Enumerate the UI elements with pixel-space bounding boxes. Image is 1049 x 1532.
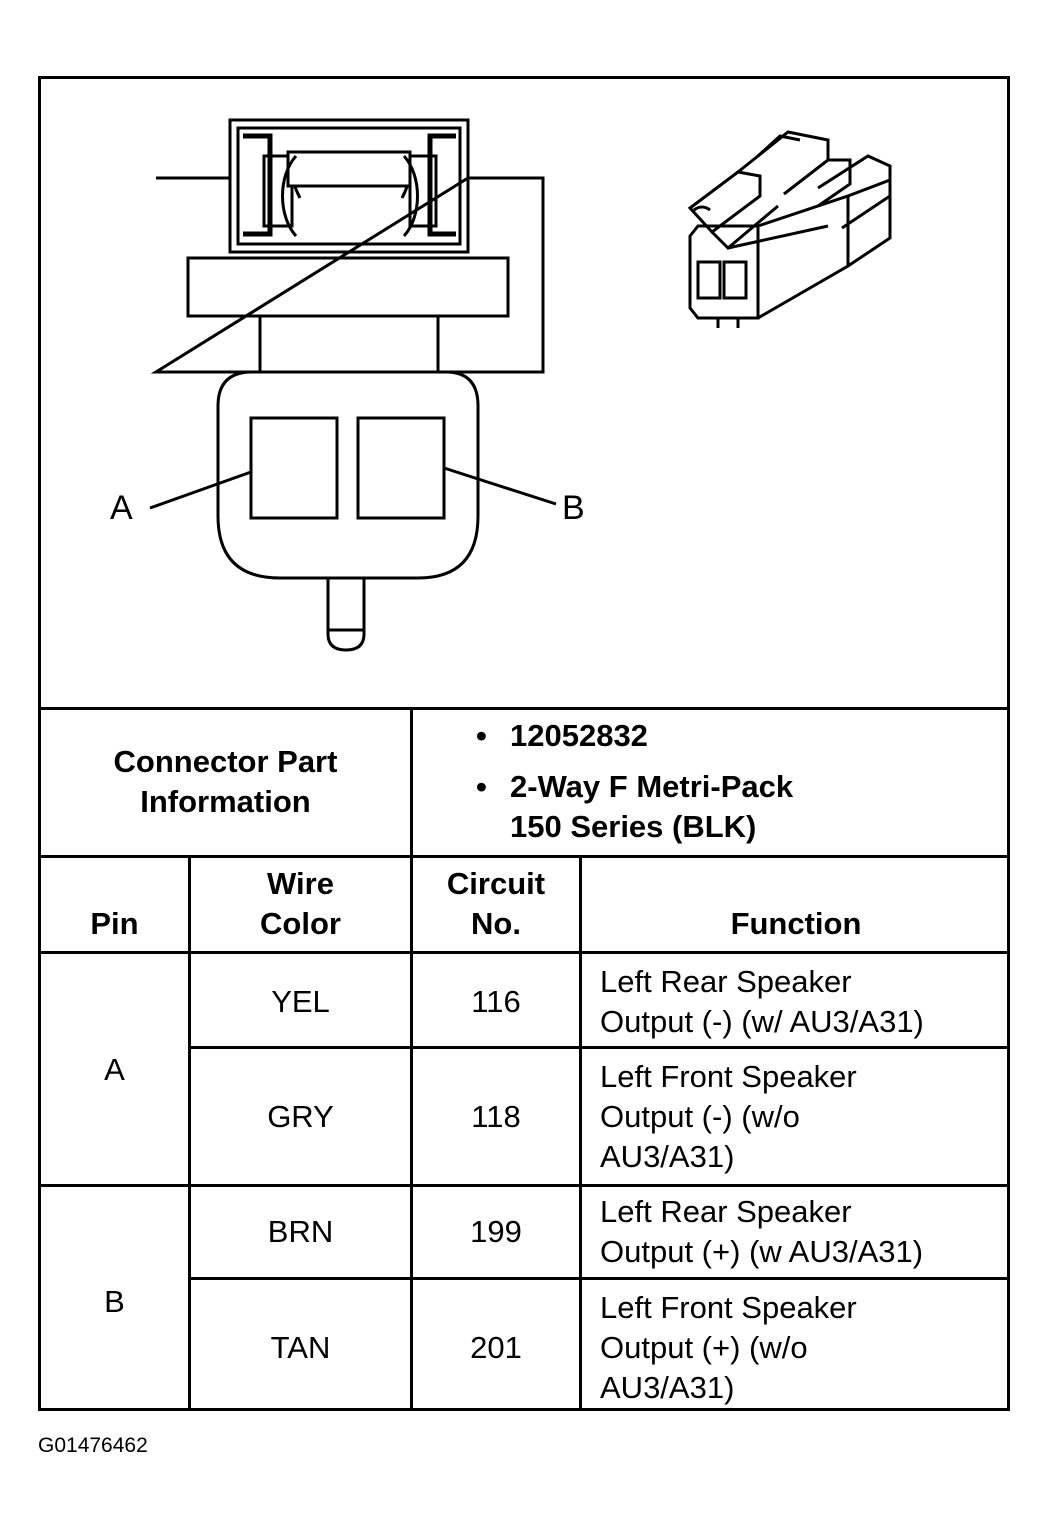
function-cell-line: Left Front Speaker (600, 1059, 857, 1094)
header-bottom-rule (38, 951, 1010, 954)
wire-color-cell: TAN (270, 1330, 331, 1365)
part-number: 12052832 (510, 718, 648, 753)
description-line2: 150 Series (BLK) (510, 809, 757, 844)
figure-code: G01476462 (38, 1434, 148, 1457)
row-rule-3 (188, 1277, 1010, 1280)
header-wire-color-line1: Wire (267, 866, 334, 901)
connector-diagram (149, 118, 892, 652)
header-top-rule (38, 855, 1010, 858)
function-cell-line: AU3/A31) (600, 1370, 735, 1405)
circuit-cell: 201 (470, 1330, 522, 1365)
function-cell-line: Output (-) (w/ AU3/A31) (600, 1004, 924, 1039)
part-info-label-line1: Connector Part (113, 744, 338, 779)
wire-color-cell: BRN (267, 1214, 334, 1249)
part-info-label: Connector Part Information (41, 742, 410, 822)
pin-label-a: A (110, 489, 133, 527)
function-cell-line: Left Rear Speaker (600, 964, 852, 999)
circuit-column-divider (579, 855, 582, 1411)
pin-label-b: B (562, 489, 585, 527)
circuit-cell: 199 (470, 1214, 522, 1249)
circuit-cell: 118 (471, 1099, 521, 1134)
row-rule-1 (188, 1046, 1010, 1049)
function-cell-line: Left Front Speaker (600, 1290, 857, 1325)
header-wire-color: Wire Color (191, 864, 410, 944)
function-cell-line: Output (+) (w AU3/A31) (600, 1234, 924, 1269)
row-rule-2 (38, 1184, 1010, 1187)
part-number-bullet: • (476, 718, 487, 753)
wire-color-cell: YEL (271, 984, 330, 1019)
part-info-divider (410, 707, 413, 857)
function-cell-line: Left Rear Speaker (600, 1194, 852, 1229)
header-circuit: Circuit No. (413, 864, 579, 944)
header-circuit-line2: No. (471, 906, 521, 941)
description-line1: 2-Way F Metri-Pack (510, 769, 794, 804)
wire-color-cell: GRY (267, 1099, 334, 1134)
color-column-divider (410, 855, 413, 1411)
pin-cell-b: B (104, 1284, 125, 1319)
function-cell-line: Output (-) (w/o (600, 1099, 800, 1134)
connector-iso-view (687, 130, 892, 328)
part-info-top-rule (38, 707, 1010, 710)
header-pin: Pin (90, 906, 139, 941)
description-bullet: • (476, 769, 487, 804)
part-info-label-line2: Information (140, 784, 311, 819)
header-circuit-line1: Circuit (446, 866, 546, 901)
circuit-cell: 116 (471, 984, 521, 1019)
function-cell-line: Output (+) (w/o (600, 1330, 808, 1365)
connector-face-view (149, 118, 557, 652)
header-wire-color-line2: Color (260, 906, 341, 941)
pin-column-divider (188, 855, 191, 1411)
function-cell-line: AU3/A31) (600, 1139, 735, 1174)
header-function: Function (730, 906, 862, 941)
connector-sheet-frame (38, 76, 1010, 1411)
pin-cell-a: A (104, 1052, 125, 1087)
